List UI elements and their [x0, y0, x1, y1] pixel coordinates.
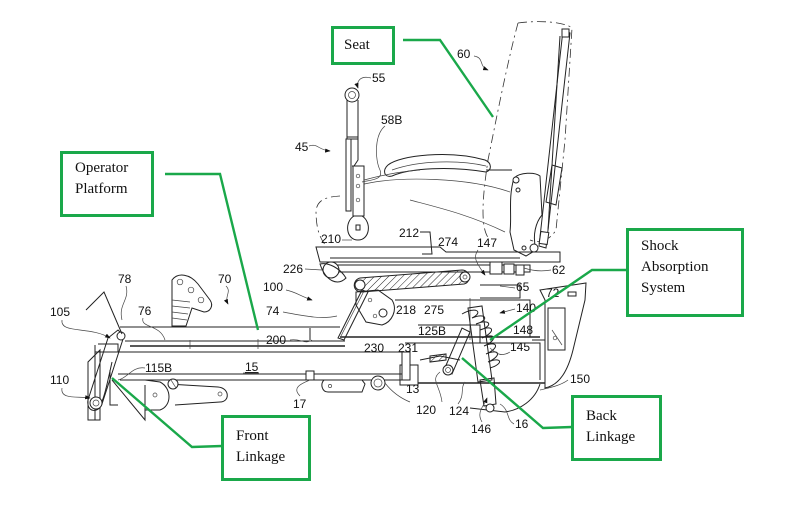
ref-200: 200 [266, 333, 286, 347]
shock-absorber [462, 306, 500, 412]
ref-147: 147 [477, 236, 497, 250]
callout-back-linkage: Back Linkage [571, 395, 662, 461]
ref-74: 74 [266, 304, 280, 318]
ref-78: 78 [118, 272, 132, 286]
ref-226: 226 [283, 262, 303, 276]
ref-76: 76 [138, 304, 152, 318]
pedal-bracket [172, 275, 212, 326]
ref-65: 65 [516, 280, 530, 294]
callout-front-linkage: Front Linkage [221, 415, 311, 481]
ref-150: 150 [570, 372, 590, 386]
ref-274: 274 [438, 235, 458, 249]
seat-backrest [483, 22, 572, 248]
ref-125b: 125B [418, 324, 446, 338]
ref-145: 145 [510, 340, 530, 354]
ref-148: 148 [513, 323, 533, 337]
callout-operator-platform-line-2: Platform [75, 179, 141, 200]
mid-frame-bracket [306, 371, 410, 402]
callout-shock-absorption: Shock Absorption System [626, 228, 744, 317]
ref-124: 124 [449, 404, 469, 418]
callout-back-linkage-line-1: Back [586, 406, 647, 427]
ref-60: 60 [457, 47, 471, 61]
lever-assembly [316, 88, 420, 246]
ref-275: 275 [424, 303, 444, 317]
ref-105: 105 [50, 305, 70, 319]
ref-210: 210 [321, 232, 341, 246]
ref-212: 212 [399, 226, 419, 240]
back-link [443, 328, 470, 375]
ref-70: 70 [218, 272, 232, 286]
leader-shock-absorption [490, 270, 628, 340]
callout-seat-line-1: Seat [344, 35, 382, 56]
ref-100: 100 [263, 280, 283, 294]
ref-230: 230 [364, 341, 384, 355]
ref-13: 13 [406, 382, 420, 396]
front-post [338, 290, 394, 340]
reference-numerals: 55 60 58B 45 210 212 274 147 62 226 100 … [50, 47, 590, 436]
front-end [86, 292, 227, 420]
ref-58b: 58B [381, 113, 402, 127]
ref-62: 62 [552, 263, 566, 277]
callout-shock-absorption-line-1: Shock [641, 236, 729, 257]
leader-seat [403, 40, 493, 117]
ref-146: 146 [471, 422, 491, 436]
ref-120: 120 [416, 403, 436, 417]
ref-45: 45 [295, 140, 309, 154]
callout-seat: Seat [331, 26, 395, 65]
ref-231: 231 [398, 341, 418, 355]
ref-110: 110 [50, 373, 69, 387]
callout-back-linkage-line-2: Linkage [586, 427, 647, 448]
ref-140: 140 [516, 301, 536, 315]
callout-front-linkage-line-1: Front [236, 426, 296, 447]
ref-17: 17 [293, 397, 307, 411]
callout-operator-platform-line-1: Operator [75, 158, 141, 179]
ref-218: 218 [396, 303, 416, 317]
ref-15: 15 [245, 360, 259, 374]
ref-55: 55 [372, 71, 386, 85]
callout-shock-absorption-line-2: Absorption [641, 257, 729, 278]
ref-115b: 115B [145, 361, 172, 375]
callout-front-linkage-line-2: Linkage [236, 447, 296, 468]
callout-operator-platform: Operator Platform [60, 151, 154, 217]
ref-16: 16 [515, 417, 529, 431]
callout-shock-absorption-line-3: System [641, 278, 729, 299]
